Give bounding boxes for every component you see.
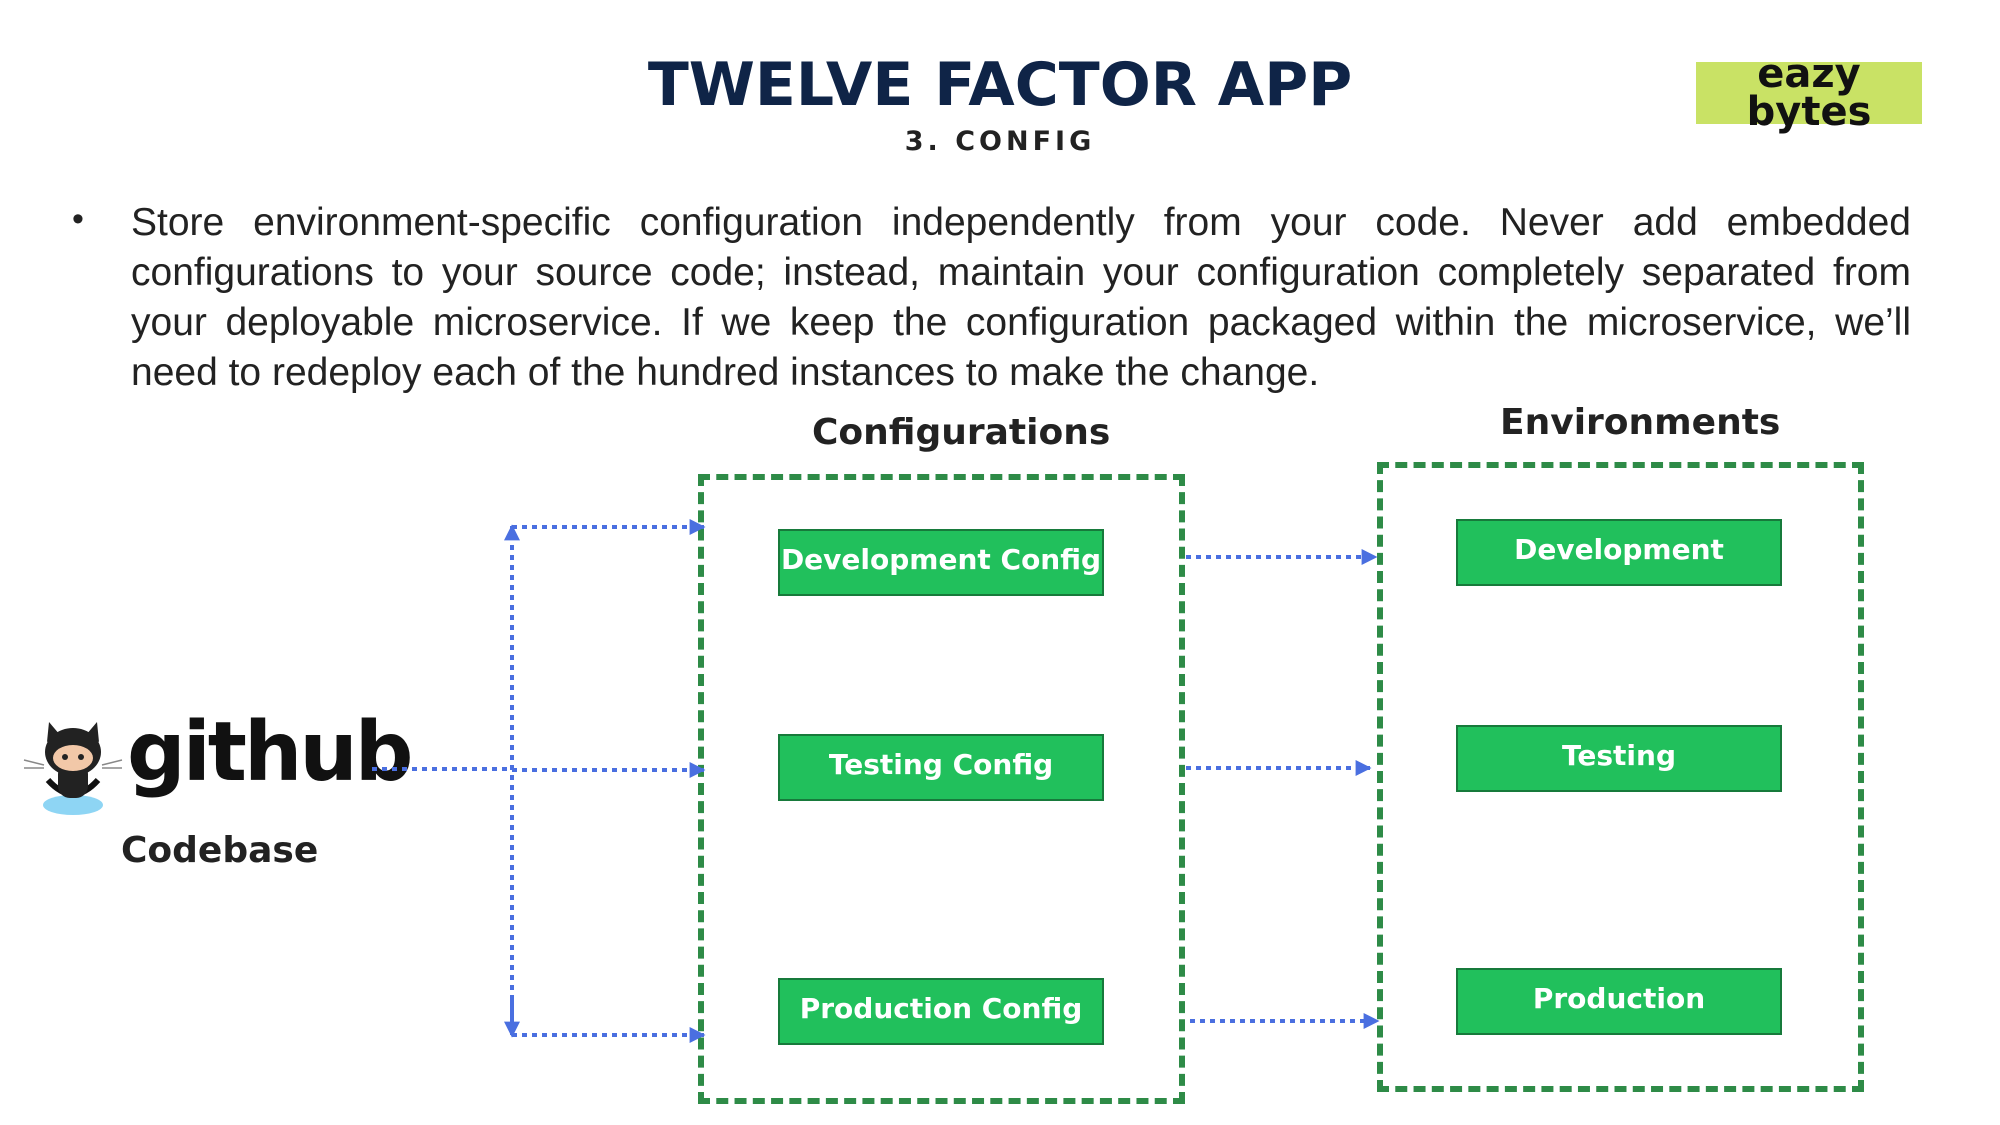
- env-box-development: Development: [1456, 519, 1782, 586]
- eazybytes-logo: eazy bytes: [1696, 51, 1922, 135]
- eazybytes-logo-bg: [1696, 62, 1922, 124]
- env-box-production: Production: [1456, 968, 1782, 1035]
- config-box-testing: Testing Config: [778, 734, 1104, 801]
- logo-line-2: bytes: [1746, 89, 1872, 135]
- bullet-paragraph: Store environment-specific configuration…: [131, 201, 1911, 394]
- octocat-icon: [23, 722, 123, 815]
- bullet-dot-icon: •: [72, 200, 84, 238]
- page-subtitle: 3. CONFIG: [904, 126, 1096, 157]
- environments-group: [1377, 462, 1864, 1092]
- codebase-label: Codebase: [121, 830, 319, 871]
- configurations-heading: Configurations: [812, 412, 1111, 453]
- github-wordmark: github: [127, 705, 413, 800]
- env-box-testing: Testing: [1456, 725, 1782, 792]
- logo-line-1: eazy: [1757, 51, 1861, 97]
- config-box-production: Production Config: [778, 978, 1104, 1045]
- environments-heading: Environments: [1500, 402, 1781, 443]
- config-box-development: Development Config: [778, 529, 1104, 596]
- configurations-group: [698, 474, 1185, 1104]
- page-title: TWELVE FACTOR APP: [647, 50, 1353, 120]
